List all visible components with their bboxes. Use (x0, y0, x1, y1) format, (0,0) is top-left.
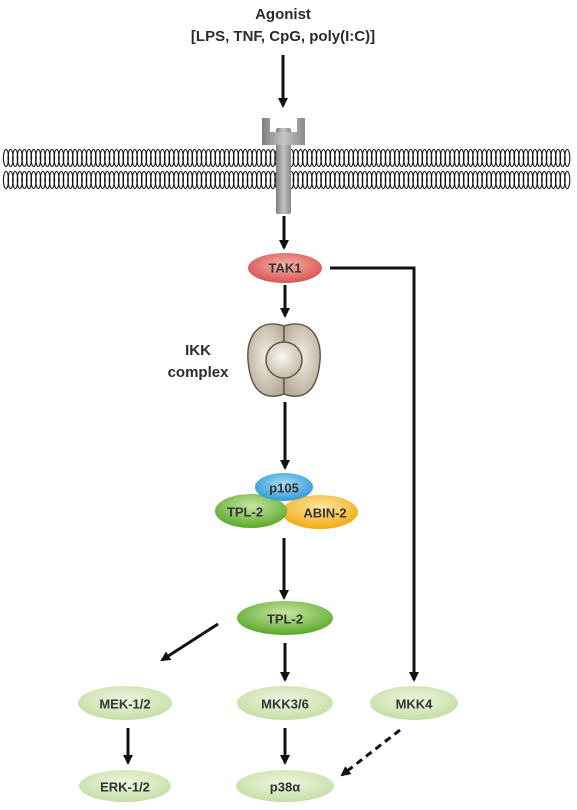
mek12-node: MEK-1/2 (78, 686, 172, 720)
ikk-complex-icon (247, 323, 321, 397)
tpl2-free-label: TPL-2 (267, 612, 303, 627)
ikk-complex-label-line2: complex (168, 364, 230, 381)
p105-label: p105 (269, 481, 299, 496)
mkk36-label: MKK3/6 (261, 697, 309, 712)
tak1-node: TAK1 (248, 253, 322, 283)
tak1-label: TAK1 (269, 261, 302, 276)
erk12-label: ERK-1/2 (100, 780, 150, 795)
mkk36-node: MKK3/6 (237, 686, 333, 720)
erk12-node: ERK-1/2 (79, 770, 171, 802)
arrow-tak1-to-mkk4 (330, 266, 419, 682)
p105-tpl2-abin2-complex: p105 TPL-2 ABIN-2 (215, 473, 358, 529)
p38-node: p38α (236, 770, 334, 802)
agonist-title: Agonist (255, 6, 311, 23)
receptor-icon (262, 118, 305, 214)
cell-membrane (2, 148, 571, 190)
abin2-label: ABIN-2 (303, 506, 346, 521)
tpl2-bound-label: TPL-2 (227, 505, 263, 520)
tpl2-free-node: TPL-2 (237, 601, 333, 635)
mek12-label: MEK-1/2 (99, 697, 150, 712)
ikk-complex-label-line1: IKK (185, 342, 211, 359)
p38-label: p38α (270, 780, 300, 795)
dashed-arrow-mkk4-to-p38 (340, 728, 401, 777)
agonist-list: [LPS, TNF, CpG, poly(I:C)] (191, 28, 375, 45)
mkk4-node: MKK4 (370, 686, 458, 720)
arrow-tpl2-to-mek12 (160, 622, 219, 662)
mkk4-label: MKK4 (396, 697, 434, 712)
